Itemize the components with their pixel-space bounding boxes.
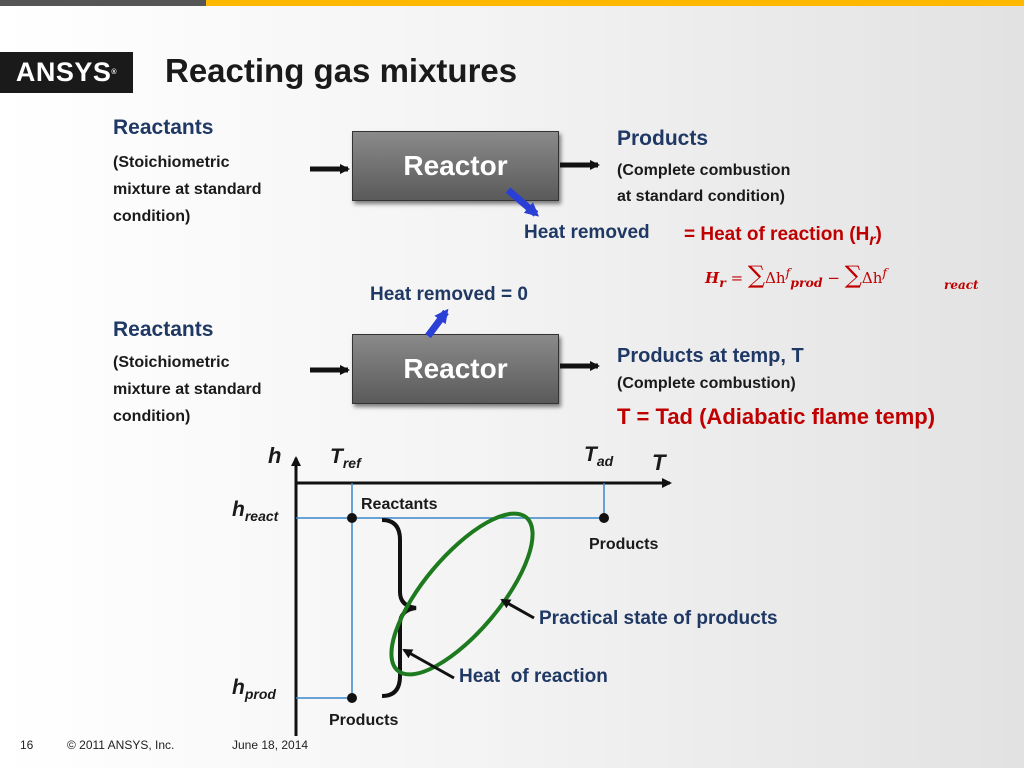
products-point-right (599, 513, 609, 523)
tad-line: T = Tad (Adiabatic flame temp) (617, 404, 936, 429)
practical-pointer-arrow (500, 598, 535, 620)
h-axis-label: h (268, 443, 282, 468)
top-reactants-line1: (Stoichiometric (113, 154, 230, 171)
eq-sum-1: ∑ (747, 261, 766, 289)
eq-f-2: f (882, 265, 888, 280)
products-point-bottom (347, 693, 357, 703)
heat-of-reaction-graph-label: Heat of reaction (459, 666, 608, 687)
bottom-reactants-line3: condition) (113, 408, 191, 425)
bottom-reactants-title: Reactants (113, 318, 214, 341)
tref-label: Tref (330, 445, 361, 471)
heat-removed-zero: Heat removed = 0 (370, 284, 528, 305)
footer-date: June 18, 2014 (232, 738, 309, 752)
ansys-logo: ANSYS® (0, 52, 133, 93)
heat-pointer-arrow (402, 648, 455, 680)
hprod-sub: prod (244, 686, 276, 703)
bottom-reactants-line1: (Stoichiometric (113, 354, 230, 371)
hprod-h: h (232, 676, 245, 699)
hreact-h: h (232, 498, 245, 521)
heat-of-reaction-text: = Heat of reaction (H (684, 224, 870, 245)
tad-label: Tad (584, 443, 613, 469)
eq-prod: prod (790, 275, 823, 290)
top-products-desc: (Complete combustion at standard conditi… (617, 158, 790, 210)
slide-title: Reacting gas mixtures (165, 52, 518, 89)
top-products-title: Products (617, 127, 709, 150)
bottom-reactants-desc: (Stoichiometric mixture at standard cond… (113, 349, 261, 430)
top-reactor-box: Reactor (352, 131, 559, 201)
top-heat-removed: Heat removed (524, 222, 650, 243)
practical-state-label: Practical state of products (539, 608, 778, 629)
heat-of-reaction-label: = Heat of reaction (Hr) (684, 224, 882, 250)
top-reactants-title: Reactants (113, 116, 214, 139)
t-axis-label: T (652, 450, 666, 475)
top-accent-bar (206, 0, 1024, 6)
hprod-label: hprod (232, 676, 276, 702)
copyright: © 2011 ANSYS, Inc. (67, 738, 175, 752)
top-reactants-desc: (Stoichiometric mixture at standard cond… (113, 149, 261, 230)
practical-state-ellipse (389, 511, 535, 677)
tad-sub: ad (596, 453, 614, 470)
top-products-line1: (Complete combustion (617, 162, 791, 179)
eq-lhs-sub: r (719, 275, 726, 290)
reactants-point (347, 513, 357, 523)
close-paren: ) (875, 224, 882, 245)
top-heat-arrow (505, 187, 540, 217)
tad-T: T (584, 443, 597, 466)
top-reactants-line3: condition) (113, 208, 191, 225)
bottom-heat-arrow (425, 308, 449, 339)
graph-products-bottom-label: Products (329, 712, 399, 729)
top-reactants-line2: mixture at standard (113, 181, 262, 198)
eq-equals: = (730, 269, 744, 287)
eq-minus: − (827, 269, 840, 287)
hr-subscript: r (869, 231, 876, 249)
eq-sum-2: ∑ (844, 261, 862, 289)
eq-f-1: f (785, 265, 791, 280)
bottom-reactants-line2: mixture at standard (113, 381, 262, 398)
logo-text: ANSYS (15, 57, 112, 87)
top-products-line2: at standard condition) (617, 188, 785, 205)
heat-of-reaction-equation: Hr = ∑Δhfprod − ∑Δhf (705, 261, 887, 290)
tref-T: T (330, 445, 343, 468)
eq-dh-2: Δh (861, 269, 883, 287)
eq-dh-1: Δh (765, 269, 786, 287)
graph-products-right-label: Products (589, 536, 659, 553)
bottom-reactor-box: Reactor (352, 334, 559, 404)
bottom-products-desc: (Complete combustion) (617, 375, 796, 392)
graph-reactants-label: Reactants (361, 496, 438, 513)
page-number: 16 (20, 738, 34, 752)
eq-lhs: H (705, 269, 720, 287)
bottom-products-title: Products at temp, T (617, 345, 804, 367)
heat-of-reaction-brace (381, 518, 417, 698)
hreact-label: hreact (232, 498, 278, 524)
tref-sub: ref (342, 455, 361, 472)
hreact-sub: react (244, 508, 279, 525)
eq-react: react (944, 278, 979, 292)
